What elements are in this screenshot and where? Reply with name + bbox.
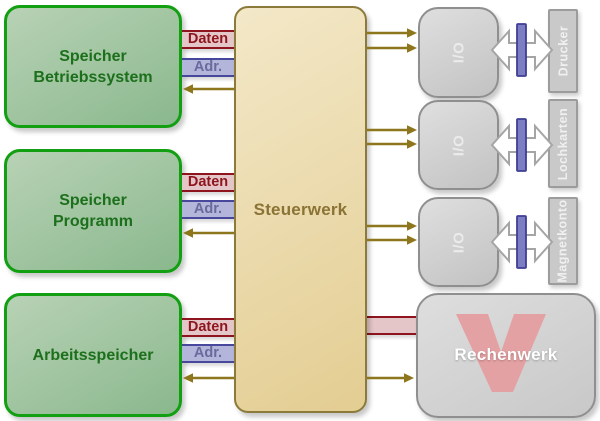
arrows-control-to-io2: [367, 125, 417, 149]
io-unit-label: I/O: [449, 134, 467, 156]
address-bus-label: Adr.: [193, 345, 223, 361]
data-bus-bar-2: Daten: [182, 173, 234, 192]
memory-block-betriebssystem: Speicher Betriebssystem: [4, 5, 182, 128]
io-peripheral-connector-3: [490, 215, 554, 269]
memory-block-arbeitsspeicher: Arbeitsspeicher: [4, 293, 182, 417]
io-unit-label: I/O: [449, 41, 467, 64]
control-unit-steuerwerk: Steuerwerk: [234, 6, 367, 413]
peripheral-label: Drucker: [556, 25, 570, 77]
bus-bar-icon: [516, 215, 527, 269]
address-bus-label: Adr.: [193, 201, 223, 217]
memory-label-line1: Arbeitsspeicher: [32, 346, 154, 364]
memory-block-label: Arbeitsspeicher: [33, 345, 154, 366]
control-unit-label: Steuerwerk: [253, 199, 348, 219]
bus-bar-icon: [516, 23, 527, 77]
io-unit-3: I/O: [418, 197, 499, 287]
memory-label-line2: Programm: [52, 213, 134, 230]
alu-label: Rechenwerk: [454, 345, 558, 364]
io-unit-2: I/O: [418, 100, 499, 190]
data-bus-bar-3: Daten: [182, 318, 234, 337]
alu-rechenwerk: Rechenwerk: [416, 293, 596, 418]
peripheral-label: Magnetkonto: [556, 199, 570, 283]
memory-label-line2: Betriebssystem: [33, 68, 153, 86]
data-bus-bar-1: Daten: [182, 30, 234, 49]
arrow-control-to-alu: [367, 373, 414, 383]
arrow-control-to-memory1: [183, 84, 234, 94]
io-peripheral-connector-2: [490, 118, 554, 172]
arrows-control-to-io1: [367, 28, 417, 53]
address-bus-bar-2: Adr.: [182, 200, 234, 219]
memory-block-label: Speicher Programm: [53, 190, 133, 232]
v-logo-icon: [456, 314, 546, 392]
memory-label-line1: Speicher: [59, 192, 127, 209]
bus-bar-icon: [516, 118, 527, 172]
data-bus-to-rechenwerk: [367, 316, 416, 335]
io-unit-label: I/O: [449, 231, 467, 253]
peripheral-label: Lochkarten: [556, 107, 571, 180]
data-bus-label: Daten: [187, 31, 229, 47]
memory-label-line1: Speicher: [59, 47, 127, 65]
address-bus-bar-1: Adr.: [182, 58, 234, 77]
memory-block-label: Speicher Betriebssystem: [33, 46, 152, 88]
address-bus-bar-3: Adr.: [182, 344, 234, 363]
arrows-control-to-io3: [367, 221, 417, 245]
io-peripheral-connector-1: [490, 23, 554, 77]
data-bus-label: Daten: [187, 174, 229, 190]
address-bus-label: Adr.: [193, 59, 223, 75]
data-bus-label: Daten: [187, 319, 229, 335]
memory-block-programm: Speicher Programm: [4, 149, 182, 273]
arrow-control-to-memory3: [183, 373, 234, 383]
arrow-control-to-memory2: [183, 228, 234, 238]
io-unit-1: I/O: [418, 7, 499, 98]
